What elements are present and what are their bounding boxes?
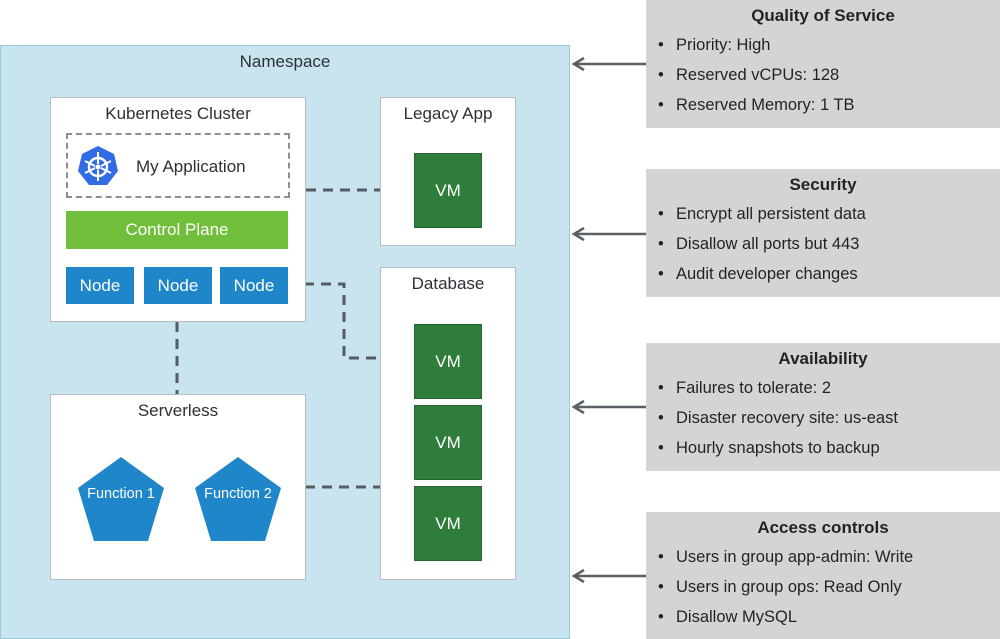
- policy-item: Reserved vCPUs: 128: [658, 60, 1000, 90]
- policy-panel-availability: Availability Failures to tolerate: 2 Dis…: [646, 343, 1000, 471]
- arrow-availability-head: [571, 399, 585, 415]
- policy-title-security: Security: [789, 175, 857, 194]
- node-1: Node: [66, 267, 134, 304]
- my-application-label: My Application: [136, 157, 246, 176]
- policy-item: Reserved Memory: 1 TB: [658, 90, 1000, 120]
- policy-panel-access-controls: Access controls Users in group app-admin…: [646, 512, 1000, 639]
- serverless-title: Serverless: [137, 401, 219, 420]
- policy-item: Encrypt all persistent data: [658, 199, 1000, 229]
- function-2-label: Function 2: [204, 486, 272, 502]
- policy-panel-qos: Quality of Service Priority: High Reserv…: [646, 0, 1000, 128]
- policy-item: Hourly snapshots to backup: [658, 433, 1000, 463]
- function-2-pentagon: [195, 457, 281, 541]
- kubernetes-cluster-title: Kubernetes Cluster: [105, 104, 251, 123]
- policy-item: Users in group ops: Read Only: [658, 572, 1000, 602]
- legacy-app-title: Legacy App: [403, 104, 493, 123]
- policy-item: Failures to tolerate: 2: [658, 373, 1000, 403]
- legacy-app-vm: VM: [414, 153, 482, 228]
- arrow-security-head: [571, 226, 585, 242]
- policy-panel-security: Security Encrypt all persistent data Dis…: [646, 169, 1000, 297]
- database-vm-1: VM: [414, 324, 482, 399]
- control-plane-box: Control Plane: [66, 211, 288, 249]
- kubernetes-helm-icon: [78, 146, 118, 185]
- policy-item: Disallow all ports but 443: [658, 229, 1000, 259]
- arrow-qos-head: [571, 56, 585, 72]
- policy-item: Users in group app-admin: Write: [658, 542, 1000, 572]
- policy-title-availability: Availability: [778, 349, 868, 368]
- policy-title-qos: Quality of Service: [751, 6, 895, 25]
- node-2: Node: [144, 267, 212, 304]
- connector-nodes-database: [304, 282, 380, 360]
- function-1-pentagon: [78, 457, 164, 541]
- database-vm-2: VM: [414, 405, 482, 480]
- policy-item: Disallow MySQL: [658, 602, 1000, 632]
- database-vm-3: VM: [414, 486, 482, 561]
- database-title: Database: [411, 274, 485, 293]
- node-3: Node: [220, 267, 288, 304]
- policy-item: Disaster recovery site: us-east: [658, 403, 1000, 433]
- arrow-access-head: [571, 568, 585, 584]
- policy-item: Audit developer changes: [658, 259, 1000, 289]
- namespace-label: Namespace: [239, 52, 331, 71]
- function-1-label: Function 1: [87, 486, 155, 502]
- policy-title-access-controls: Access controls: [757, 518, 889, 537]
- policy-item: Priority: High: [658, 30, 1000, 60]
